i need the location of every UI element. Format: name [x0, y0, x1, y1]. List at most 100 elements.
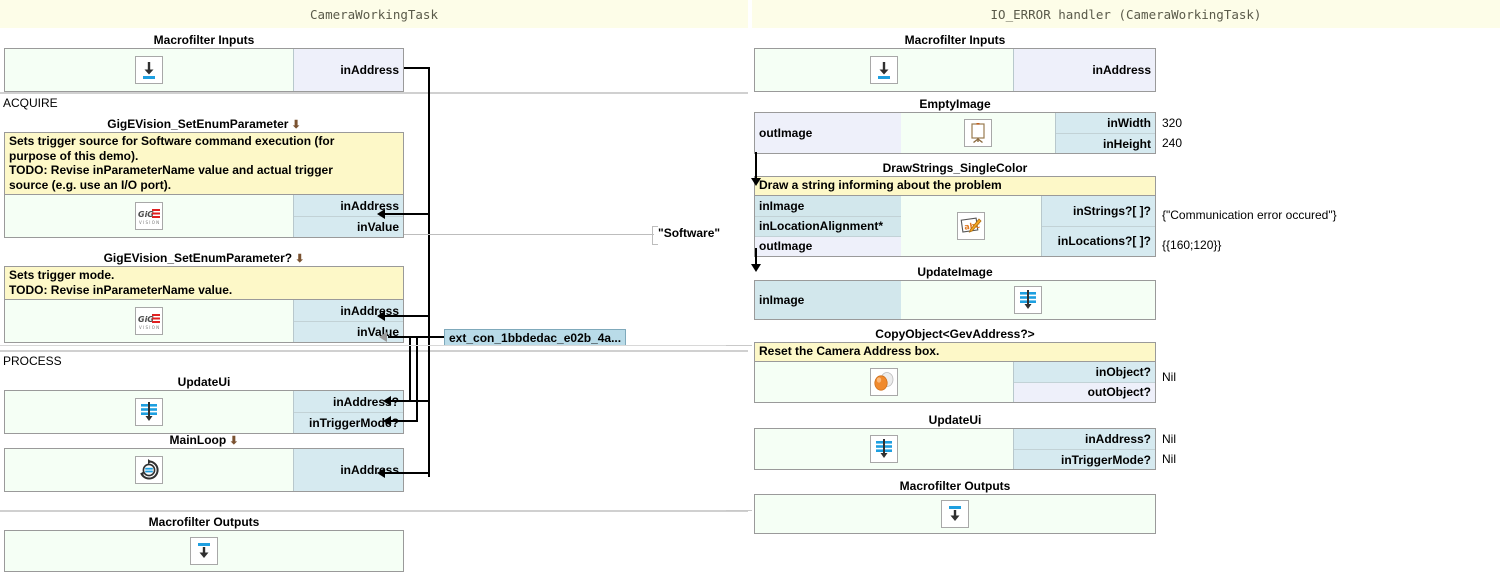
filter-name: DrawStrings_SingleColor — [882, 161, 1028, 175]
wire-segment — [384, 315, 430, 317]
macrofilter-inputs-block[interactable]: Macrofilter Inputs inAddress — [754, 32, 1156, 92]
update-ui-icon — [870, 435, 898, 463]
port-inWidth[interactable]: inWidth — [1056, 113, 1155, 133]
port-inAddress-q[interactable]: inAddress? — [294, 391, 403, 412]
draw-strings-icon: abc — [957, 211, 985, 240]
macrofilter-inputs-block[interactable]: Macrofilter Inputs inAddress — [4, 32, 404, 92]
filter-name: CopyObject<GevAddress?> — [875, 327, 1035, 341]
filter-emptyimage[interactable]: EmptyImage outImage — [754, 96, 1156, 154]
filter-icon-cell — [755, 361, 1013, 402]
filter-gigevision-setenumparameter-2[interactable]: GigEVision_SetEnumParameter? ⬇ Sets trig… — [4, 250, 404, 343]
port-value-inStrings: {"Communication error occured"} — [1162, 208, 1337, 222]
wire-arrow — [377, 468, 385, 478]
filter-name: UpdateUi — [928, 413, 982, 427]
filter-gigevision-setenumparameter-1[interactable]: GigEVision_SetEnumParameter ⬇ Sets trigg… — [4, 116, 404, 238]
port-inTriggerMode-q[interactable]: inTriggerMode? — [294, 412, 403, 433]
filter-name: EmptyImage — [919, 97, 991, 111]
chevron-down-icon[interactable]: ⬇ — [226, 435, 239, 447]
chevron-down-icon[interactable]: ⬇ — [292, 253, 305, 265]
macrofilter-outputs-block[interactable]: Macrofilter Outputs — [754, 478, 1156, 534]
macrofilter-output-icon — [941, 500, 969, 528]
filter-icon-cell — [755, 429, 1013, 469]
gigevision-icon: GiG V I S I O N — [135, 307, 163, 335]
svg-text:GiG: GiG — [138, 210, 154, 219]
port-inAddress[interactable]: inAddress — [1014, 49, 1155, 91]
macrofilter-outputs-block[interactable]: Macrofilter Outputs — [4, 514, 404, 572]
port-inAddress[interactable]: inAddress — [294, 300, 403, 321]
filter-icon-cell — [901, 113, 1055, 153]
macrofilter-input-icon — [135, 56, 163, 84]
filter-mainloop[interactable]: MainLoop ⬇ in — [4, 432, 404, 492]
svg-text:abc: abc — [964, 220, 981, 231]
filter-body: outImage inWidth inHeight — [754, 112, 1156, 154]
port-inImage[interactable]: inImage — [755, 281, 901, 319]
wire-segment — [409, 336, 411, 400]
wire-segment — [390, 420, 418, 422]
filter-name-text: GigEVision_SetEnumParameter? — [103, 251, 293, 265]
section-label-acquire: ACQUIRE — [3, 96, 58, 110]
port-outImage[interactable]: outImage — [755, 235, 901, 256]
filter-body: inAddress — [4, 448, 404, 492]
macrofilter-inputs-body: inAddress — [4, 48, 404, 92]
port-inTriggerMode-q[interactable]: inTriggerMode? — [1014, 449, 1155, 469]
macrofilter-input-icon — [870, 56, 898, 84]
macrofilter-outputs-body — [754, 494, 1156, 534]
filter-name: GigEVision_SetEnumParameter? ⬇ — [4, 250, 404, 266]
io-error-handler-panel: IO_ERROR handler (CameraWorkingTask) Mac… — [728, 0, 1500, 578]
port-inHeight[interactable]: inHeight — [1056, 133, 1155, 153]
filter-body: Sets trigger source for Software command… — [4, 132, 404, 238]
port-outImage[interactable]: outImage — [755, 113, 901, 153]
port-inObject[interactable]: inObject? — [1014, 361, 1155, 382]
chevron-down-icon[interactable]: ⬇ — [288, 119, 301, 131]
port-inImage[interactable]: inImage — [755, 195, 901, 216]
filter-icon-cell — [5, 449, 293, 491]
filter-updateui-right[interactable]: UpdateUi inAddress? — [754, 412, 1156, 470]
macrofilter-inputs-label: Macrofilter Inputs — [153, 33, 255, 47]
port-inStrings[interactable]: inStrings?[ ]? — [1042, 195, 1155, 226]
filter-updateimage[interactable]: UpdateImage inImage — [754, 264, 1156, 320]
constant-software-label: "Software" — [658, 226, 721, 240]
filter-icon-cell — [901, 281, 1155, 319]
filter-copyobject[interactable]: CopyObject<GevAddress?> Reset the Camera… — [754, 326, 1156, 403]
port-value-inObject: Nil — [1162, 370, 1176, 384]
filter-name: UpdateUi — [177, 375, 231, 389]
filter-body: inAddress? inTriggerMode? — [4, 390, 404, 434]
macrofilter-inputs-icon-cell — [5, 49, 293, 91]
filter-updateui-left[interactable]: UpdateUi inAddress? — [4, 374, 404, 434]
port-inLocations[interactable]: inLocations?[ ]? — [1042, 225, 1155, 256]
port-inAddress[interactable]: inAddress — [294, 49, 403, 91]
port-inValue[interactable]: inValue — [294, 321, 403, 342]
port-inAddress-q[interactable]: inAddress? — [1014, 429, 1155, 449]
port-inLocationAlignment[interactable]: inLocationAlignment* — [755, 215, 901, 236]
wire-trunk — [428, 67, 430, 477]
gigevision-icon: GiG V I S I O N — [135, 202, 163, 230]
section-rule-outputs — [0, 510, 748, 512]
filter-body: Draw a string informing about the proble… — [754, 176, 1156, 257]
wire-arrow — [377, 209, 385, 219]
port-inValue[interactable]: inValue — [294, 216, 403, 237]
filter-name-text: GigEVision_SetEnumParameter — [107, 117, 289, 131]
port-inAddress[interactable]: inAddress — [294, 449, 403, 491]
wire-segment — [390, 400, 430, 402]
filter-comment: Reset the Camera Address box. — [755, 343, 1155, 362]
filter-comment: Sets trigger mode. TODO: Revise inParame… — [5, 267, 403, 300]
filter-name: UpdateImage — [917, 265, 993, 279]
connection-label-ext-con[interactable]: ext_con_1bbdedac_e02b_4a... — [444, 329, 627, 346]
port-outObject[interactable]: outObject? — [1014, 381, 1155, 402]
left-panel-header: CameraWorkingTask — [0, 0, 748, 28]
wire-segment — [755, 152, 757, 180]
right-panel-title: IO_ERROR handler (CameraWorkingTask) — [990, 6, 1262, 22]
filter-body: Sets trigger mode. TODO: Revise inParame… — [4, 266, 404, 343]
copy-object-icon — [870, 367, 898, 396]
macrofilter-outputs-body — [4, 530, 404, 572]
macrofilter-output-icon — [190, 537, 218, 565]
filter-icon-cell: GiG V I S I O N — [5, 300, 293, 342]
filter-drawstrings-singlecolor[interactable]: DrawStrings_SingleColor Draw a string in… — [754, 160, 1156, 257]
macrofilter-inputs-label: Macrofilter Inputs — [904, 33, 1006, 47]
filter-name: MainLoop ⬇ — [4, 432, 404, 448]
wire-arrow-grey — [379, 332, 387, 342]
filter-name-text: MainLoop — [169, 433, 227, 447]
wire-segment — [416, 338, 418, 422]
port-value-inTriggerMode: Nil — [1162, 452, 1176, 466]
macrofilter-inputs-body: inAddress — [754, 48, 1156, 92]
